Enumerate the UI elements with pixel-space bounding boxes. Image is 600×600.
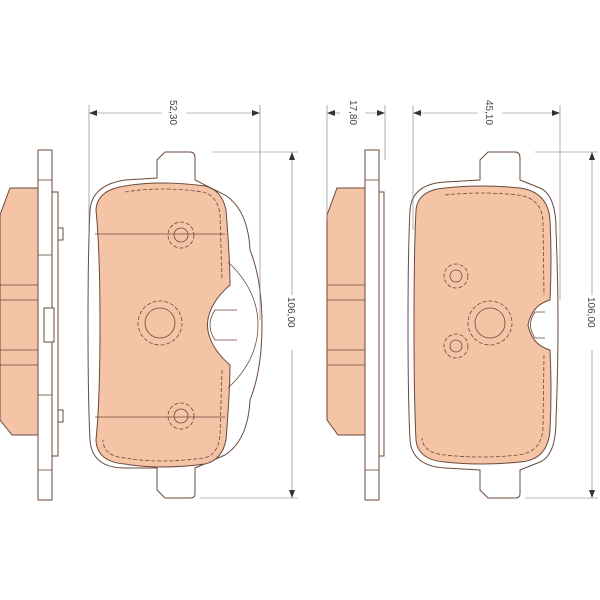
dimension-right-width: 45,10	[412, 100, 561, 300]
dimension-label: 52,30	[167, 100, 178, 125]
left-pad-front-view	[87, 151, 263, 499]
dimension-left-height: 106,00	[200, 151, 298, 499]
dimension-label: 106,00	[585, 297, 596, 328]
right-pad-front-view	[407, 151, 559, 499]
dimension-thickness: 17,80	[326, 100, 386, 220]
dimension-label: 45,10	[483, 100, 494, 125]
dimension-label: 17,80	[347, 100, 358, 125]
left-side-view	[0, 149, 64, 501]
dimension-left-width: 52,30	[88, 100, 261, 320]
dimension-right-height: 106,00	[525, 151, 598, 499]
right-side-view	[326, 149, 385, 501]
dimension-label: 106,00	[285, 297, 296, 328]
